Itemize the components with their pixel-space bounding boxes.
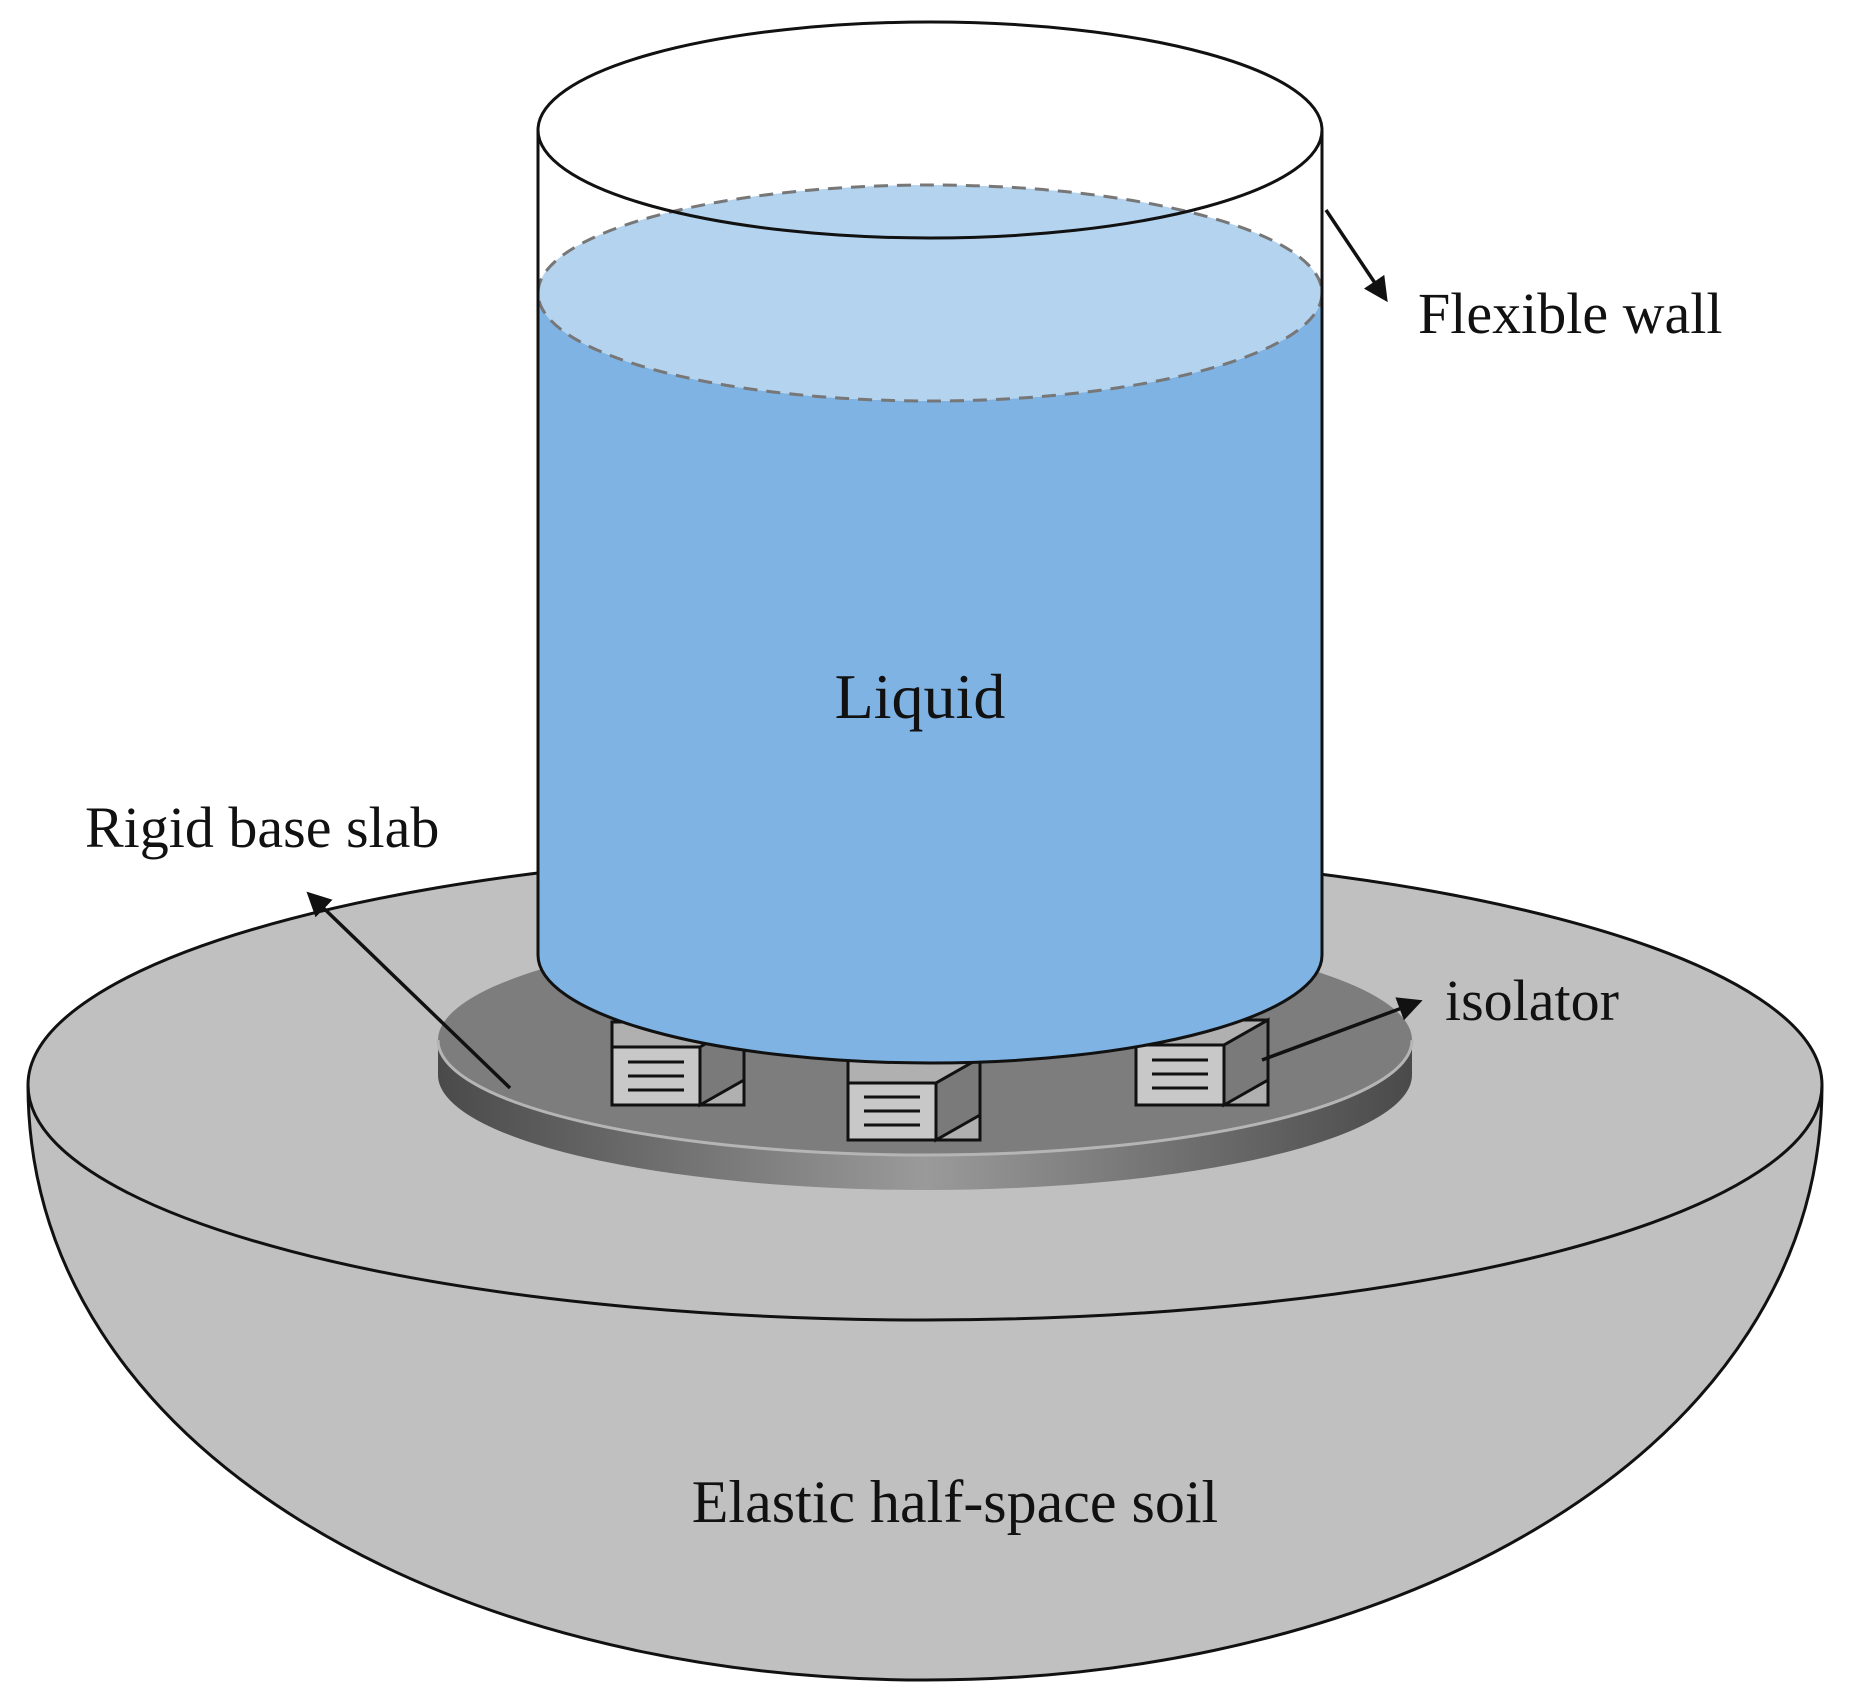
isolator-right xyxy=(1134,1017,1270,1108)
tank-top-rim xyxy=(536,20,1324,240)
label-liquid: Liquid xyxy=(835,661,1006,732)
isolator-middle xyxy=(846,1055,982,1143)
tank xyxy=(536,20,1324,1065)
label-soil: Elastic half-space soil xyxy=(692,1469,1218,1535)
liquid-body xyxy=(538,293,1322,1063)
soil-rim-front xyxy=(26,1084,1824,1322)
isolator-arrow xyxy=(1261,997,1423,1062)
tank-bottom-rim xyxy=(536,954,1324,1065)
slab-top-highlight xyxy=(436,1039,1414,1157)
rigid-base-slab-arrow xyxy=(306,891,512,1090)
flexible-wall-arrow xyxy=(1324,209,1388,303)
label-isolator: isolator xyxy=(1445,968,1619,1033)
label-flexible-wall: Flexible wall xyxy=(1418,281,1722,346)
label-rigid-base-slab: Rigid base slab xyxy=(85,795,439,860)
liquid-surface xyxy=(536,183,1324,403)
